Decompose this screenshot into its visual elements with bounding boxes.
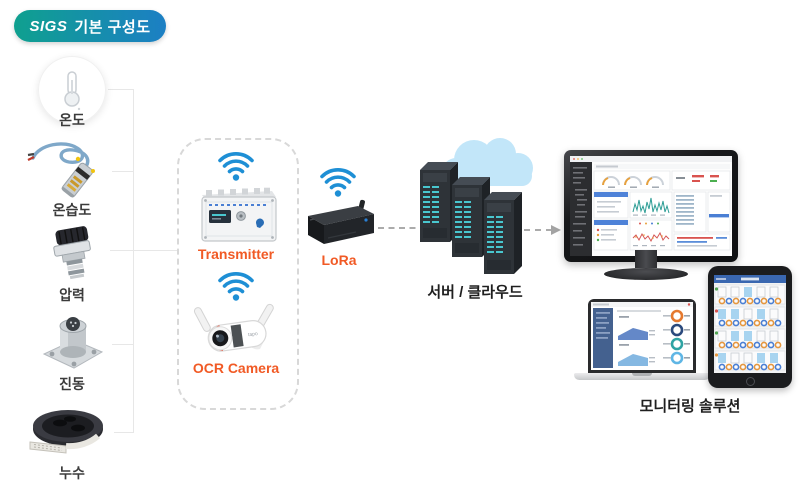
connector-line bbox=[108, 89, 133, 90]
gateway-group-box bbox=[177, 138, 299, 410]
server-cloud-label: 서버 / 클라우드 bbox=[427, 284, 523, 301]
vibration-sensor-image bbox=[42, 317, 104, 369]
server-cloud-cluster-image bbox=[420, 138, 533, 274]
sensor-label-temperature: 온도 bbox=[59, 112, 85, 128]
connector-line bbox=[110, 250, 133, 251]
lora-label: LoRa bbox=[321, 252, 357, 268]
laptop bbox=[588, 299, 696, 373]
laptop-dashboard-screen bbox=[591, 302, 693, 370]
tablet-dashboard-screen bbox=[714, 275, 786, 373]
connector-line bbox=[112, 344, 133, 345]
server-rack-icon bbox=[484, 192, 522, 274]
temp-humidity-sensor-image bbox=[27, 142, 95, 198]
laptop-notch bbox=[632, 373, 652, 376]
sensor-label-vibration: 진동 bbox=[59, 376, 85, 392]
leak-sensor-image bbox=[29, 410, 103, 454]
ocr-camera-label: OCR Camera bbox=[192, 360, 280, 376]
tablet bbox=[708, 266, 792, 388]
pressure-sensor-image bbox=[53, 226, 91, 280]
lora-gateway-image bbox=[308, 199, 374, 244]
wifi-icon bbox=[320, 168, 356, 197]
transmitter-label: Transmitter bbox=[197, 246, 275, 262]
temperature-sensor-image bbox=[38, 56, 106, 124]
tablet-home-button bbox=[746, 377, 755, 386]
desktop-monitor bbox=[564, 150, 738, 262]
monitor-dashboard-screen bbox=[570, 156, 732, 256]
dashed-link-server-to-monitor bbox=[524, 229, 552, 231]
dashed-link-lora-to-server bbox=[378, 227, 426, 229]
thermometer-icon bbox=[64, 71, 81, 111]
monitor-stand-base bbox=[604, 268, 688, 280]
transmitter-device-image bbox=[201, 187, 277, 242]
title-text: 기본 구성도 bbox=[74, 18, 151, 36]
monitoring-solution-label: 모니터링 솔루션 bbox=[639, 398, 741, 415]
connector-line bbox=[114, 432, 133, 433]
sensor-label-temp-humidity: 온습도 bbox=[52, 202, 92, 218]
wifi-icon bbox=[218, 272, 254, 301]
connector-line bbox=[112, 171, 133, 172]
sensor-label-pressure: 압력 bbox=[59, 287, 85, 303]
monitor-stand-neck bbox=[635, 250, 657, 268]
ocr-camera-image: tapo bbox=[193, 303, 274, 352]
wifi-icon bbox=[218, 152, 254, 181]
sensor-label-leak: 누수 bbox=[59, 465, 85, 481]
svg-text:tapo: tapo bbox=[248, 331, 259, 338]
title-brand: SIGS bbox=[29, 17, 68, 35]
connector-bus-line bbox=[133, 89, 134, 433]
title-badge: SIGS 기본 구성도 bbox=[14, 10, 166, 42]
laptop-base bbox=[574, 373, 710, 380]
arrowhead-icon bbox=[551, 225, 561, 235]
connector-to-gateway-line bbox=[133, 250, 177, 251]
